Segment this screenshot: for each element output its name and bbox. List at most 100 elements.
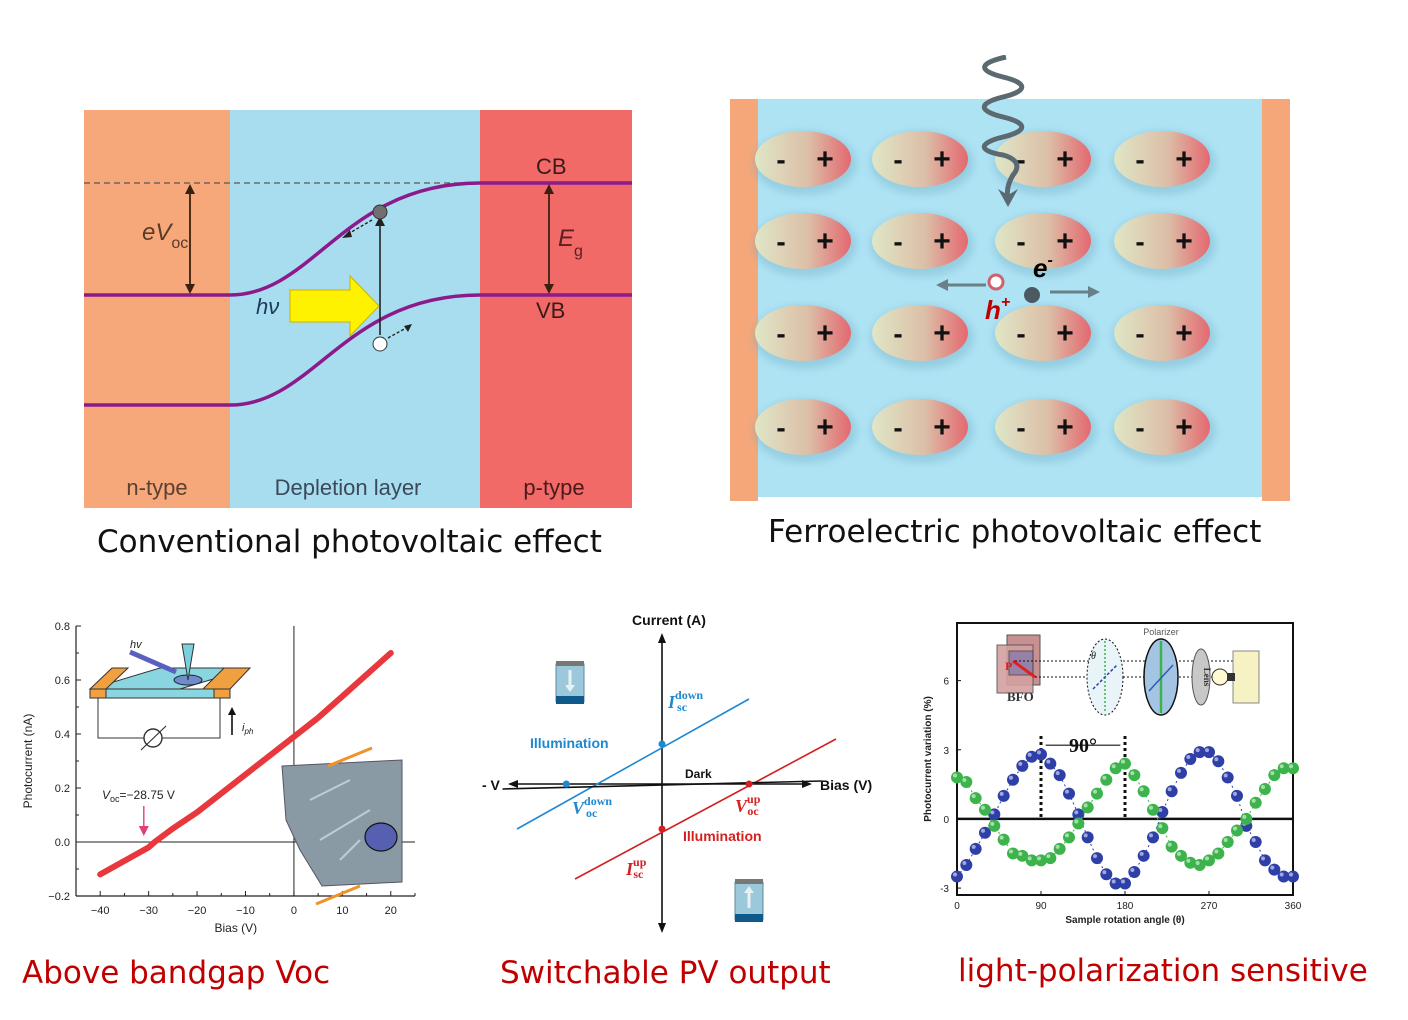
dipole-ellipse bbox=[755, 213, 851, 269]
point-highlight bbox=[1158, 808, 1163, 813]
polarization-vector bbox=[1012, 659, 1036, 679]
dipole: -+ bbox=[870, 213, 974, 277]
green-data-point bbox=[1053, 842, 1066, 855]
blue-data-point bbox=[1035, 748, 1047, 761]
dipole-ellipse bbox=[872, 213, 968, 269]
iph-label-sub: ph bbox=[243, 727, 253, 736]
y-tick-label: 0.6 bbox=[55, 675, 70, 687]
blue-data-point bbox=[951, 870, 963, 883]
hole-label: h+ bbox=[985, 294, 1010, 325]
photon-label: hν bbox=[256, 294, 279, 319]
caption-polarization: light-polarization sensitive bbox=[958, 953, 1368, 989]
voc-label-main: eV bbox=[142, 219, 173, 246]
electrode-arrow-bottom bbox=[315, 884, 361, 906]
cube-top-electrode bbox=[735, 879, 763, 884]
caption-ferroelectric: Ferroelectric photovoltaic effect bbox=[768, 514, 1262, 550]
point-highlight bbox=[981, 805, 985, 810]
blue-data-point bbox=[1053, 769, 1066, 782]
valence-band-line bbox=[84, 293, 632, 407]
point-highlight bbox=[1261, 856, 1265, 861]
arrow-down-icon bbox=[565, 685, 575, 692]
point-highlight bbox=[1223, 773, 1228, 778]
green-data-point bbox=[1128, 769, 1141, 782]
green-data-point bbox=[1072, 817, 1085, 830]
x-tick-label: 10 bbox=[336, 905, 348, 917]
point-highlight bbox=[1261, 784, 1265, 789]
point-highlight bbox=[1130, 771, 1135, 776]
excitation-arrow-head bbox=[375, 216, 385, 226]
photon-arrow bbox=[289, 274, 380, 338]
blue-data-point bbox=[1119, 877, 1131, 890]
electrode-arrow-top bbox=[327, 746, 373, 768]
dipole-positive-sign: + bbox=[1175, 317, 1193, 350]
dipole: -+ bbox=[753, 399, 857, 463]
point-highlight bbox=[1186, 858, 1191, 863]
dipole: -+ bbox=[753, 213, 857, 277]
dipole-positive-sign: + bbox=[1056, 411, 1074, 444]
blue-data-point bbox=[1081, 831, 1094, 844]
point-highlight bbox=[1167, 787, 1172, 792]
hole-drift-arrow-head bbox=[936, 279, 948, 291]
bulb-socket bbox=[1227, 673, 1235, 681]
isc-down-label-sub: sc bbox=[677, 700, 688, 714]
dipole-negative-sign: - bbox=[776, 412, 785, 443]
dipole-ellipse bbox=[1114, 131, 1210, 187]
dipole-positive-sign: + bbox=[933, 225, 951, 258]
dipole-positive-sign: + bbox=[933, 317, 951, 350]
point-highlight bbox=[1279, 872, 1284, 877]
dipole-positive-sign: + bbox=[1175, 411, 1193, 444]
point-highlight bbox=[1139, 787, 1144, 792]
point-highlight bbox=[1111, 879, 1116, 884]
hole-dot bbox=[372, 336, 388, 352]
photocurrent-curve bbox=[97, 650, 394, 878]
blue-data-point bbox=[1063, 787, 1075, 800]
polarizer-diagonal bbox=[1148, 664, 1174, 692]
light-bulb-icon bbox=[1211, 668, 1229, 686]
dipole: -+ bbox=[753, 131, 857, 195]
dipole: -+ bbox=[993, 399, 1097, 463]
point-highlight bbox=[1046, 759, 1051, 764]
conduction-band-line bbox=[84, 181, 632, 297]
isc-down-label-main: I bbox=[667, 692, 676, 712]
point-highlight bbox=[1121, 759, 1125, 764]
conventional-pv-diagram: hν eVoc Eg CB VB n-type Depletion layer … bbox=[84, 110, 632, 508]
point-highlight bbox=[953, 872, 957, 877]
point-highlight bbox=[971, 844, 976, 849]
green-data-point bbox=[1147, 803, 1159, 816]
green-data-point bbox=[979, 803, 991, 816]
micrograph-photo bbox=[281, 759, 403, 887]
point-highlight bbox=[1270, 771, 1275, 776]
blue-data-point bbox=[1203, 746, 1215, 759]
vb-label: VB bbox=[536, 298, 565, 323]
blue-data-point bbox=[1249, 835, 1262, 848]
point-highlight bbox=[1214, 757, 1219, 762]
dark-label: Dark bbox=[685, 767, 712, 781]
electron-drift-arrow-head bbox=[1088, 286, 1100, 298]
point-highlight bbox=[999, 791, 1004, 796]
green-data-point bbox=[1231, 824, 1243, 837]
point-highlight bbox=[1121, 879, 1125, 884]
green-data-point bbox=[1212, 847, 1225, 860]
blue-data-point bbox=[1221, 771, 1234, 784]
green-data-point bbox=[988, 819, 1001, 832]
point-highlight bbox=[1233, 791, 1237, 796]
hole-label-main: h bbox=[985, 295, 1001, 325]
point-highlight bbox=[1018, 761, 1023, 766]
point-highlight bbox=[1205, 748, 1209, 753]
dipole-negative-sign: - bbox=[893, 226, 902, 257]
green-data-point bbox=[1240, 812, 1253, 825]
intercept-point bbox=[658, 740, 666, 748]
point-highlight bbox=[1111, 764, 1116, 769]
point-highlight bbox=[1251, 837, 1256, 842]
blue-data-point bbox=[1147, 831, 1159, 844]
dipole-ellipse bbox=[995, 213, 1091, 269]
point-highlight bbox=[1055, 844, 1060, 849]
dipole-positive-sign: + bbox=[1175, 225, 1193, 258]
y-tick-label: 0.4 bbox=[55, 729, 70, 741]
electron-label-sup: - bbox=[1047, 252, 1052, 269]
dipole-ellipse bbox=[995, 305, 1091, 361]
green-data-point bbox=[1091, 787, 1103, 800]
ferroelectric-pv-diagram: -+-+-+-+-+-+-+-+-+-+-+-+-+-+-+-+ e- h+ bbox=[728, 54, 1293, 505]
